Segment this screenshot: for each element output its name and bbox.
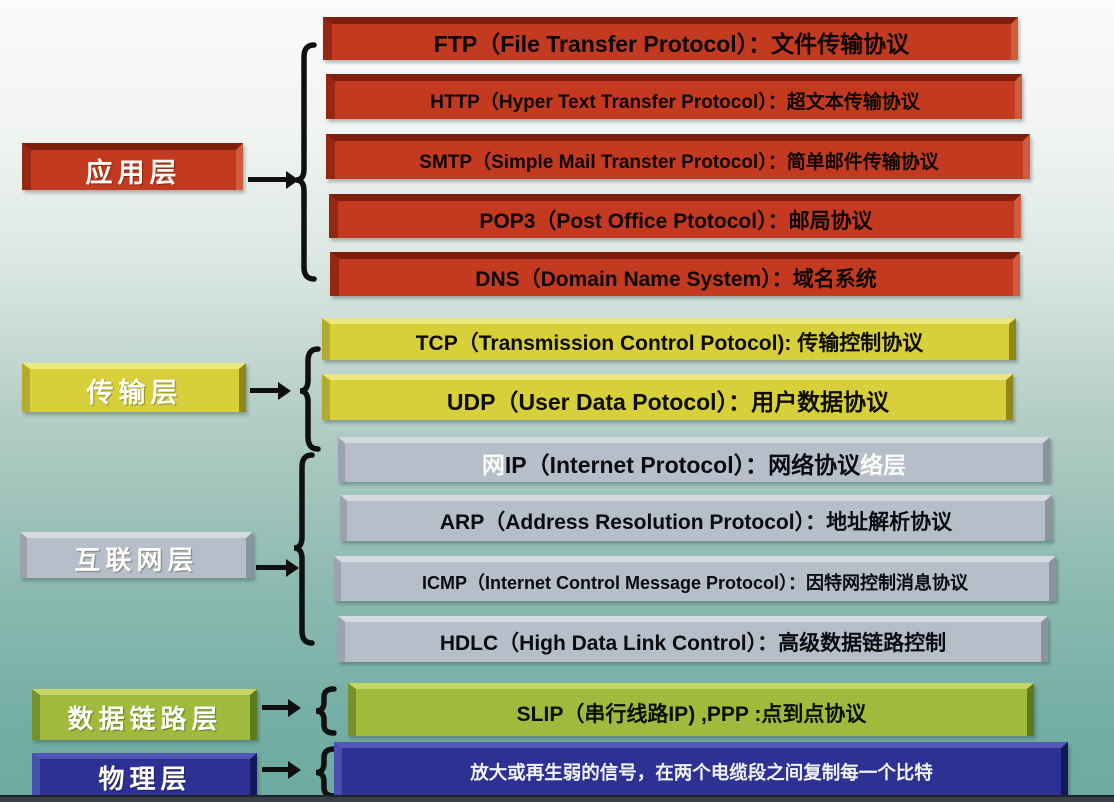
layer-box-transport: 传输层 — [22, 363, 246, 412]
layer-label-transport: 传输层 — [86, 378, 183, 408]
brace-icon-transport — [292, 346, 326, 452]
protocol-box-arp: ARP（Address Resolution Protocol）：地址解析协议 — [340, 495, 1052, 541]
protocol-box-smtp: SMTP（Simple Mail Transter Protocol）：简单邮件… — [326, 134, 1030, 179]
protocol-text: TCP（Transmission Control Potocol): 传输控制协… — [415, 332, 924, 355]
protocol-box-icmp: ICMP（Internet Control Message Protocol）：… — [334, 556, 1056, 601]
layer-box-internet: 互联网层 — [20, 532, 253, 578]
layer-label-datalink: 数据链路层 — [67, 704, 223, 734]
protocol-text: FTP（File Transfer Protocol）：文件传输协议 — [433, 31, 910, 57]
protocol-box-physical-function: 放大或再生弱的信号，在两个电缆段之间复制每一个比特 — [334, 742, 1068, 795]
arrow-icon-internet — [256, 558, 299, 577]
brace-icon-internet — [286, 452, 320, 646]
arrow-icon-application — [248, 170, 299, 189]
protocol-text: ICMP（Internet Control Message Protocol）：… — [421, 572, 969, 593]
protocol-text: UDP（User Data Potocol）：用户数据协议 — [446, 389, 890, 415]
protocol-box-udp: UDP（User Data Potocol）：用户数据协议 — [322, 374, 1013, 420]
protocol-text: SMTP（Simple Mail Transter Protocol）：简单邮件… — [419, 151, 939, 173]
bottom-edge-bar — [0, 795, 1114, 802]
protocol-box-slip-ppp: SLIP（串行线路IP) ,PPP :点到点协议 — [348, 683, 1034, 736]
layer-label-application: 应用层 — [85, 157, 182, 188]
layer-box-datalink: 数据链路层 — [32, 689, 257, 740]
protocol-box-dns: DNS（Domain Name System）：域名系统 — [330, 252, 1020, 296]
layer-box-physical: 物理层 — [32, 753, 257, 795]
layer-label-internet: 互联网层 — [74, 544, 199, 575]
protocol-text: SLIP（串行线路IP) ,PPP :点到点协议 — [516, 702, 867, 726]
brace-icon-physical — [308, 746, 338, 799]
protocol-text: ARP（Address Resolution Protocol）：地址解析协议 — [439, 511, 953, 534]
protocol-text: DNS（Domain Name System）：域名系统 — [475, 267, 877, 291]
protocol-text: HDLC（High Data Link Control）：高级数据链路控制 — [439, 632, 947, 655]
protocol-text: POP3（Post Office Ptotocol）：邮局协议 — [479, 209, 873, 233]
protocol-text: 放大或再生弱的信号，在两个电缆段之间复制每一个比特 — [470, 761, 933, 783]
protocol-text: IP（Internet Protocol）：网络协议 — [504, 451, 861, 478]
brace-icon-datalink — [308, 686, 338, 736]
protocol-box-http: HTTP（Hyper Text Transfer Protocol）：超文本传输… — [326, 74, 1022, 119]
layer-label-physical: 物理层 — [98, 763, 192, 794]
protocol-box-tcp: TCP（Transmission Control Potocol): 传输控制协… — [322, 318, 1016, 360]
protocol-box-ftp: FTP（File Transfer Protocol）：文件传输协议 — [323, 17, 1018, 60]
protocol-suffix: 络层 — [860, 451, 907, 478]
arrow-icon-datalink — [262, 698, 301, 717]
arrow-icon-physical — [262, 760, 301, 779]
protocol-box-hdlc: HDLC（High Data Link Control）：高级数据链路控制 — [338, 616, 1048, 662]
layer-box-application: 应用层 — [22, 143, 243, 190]
protocol-prefix: 网 — [481, 451, 505, 478]
arrow-icon-transport — [250, 381, 291, 400]
protocol-text: HTTP（Hyper Text Transfer Protocol）：超文本传输… — [430, 91, 920, 113]
protocol-box-pop3: POP3（Post Office Ptotocol）：邮局协议 — [329, 194, 1021, 238]
brace-icon-application — [288, 42, 322, 282]
